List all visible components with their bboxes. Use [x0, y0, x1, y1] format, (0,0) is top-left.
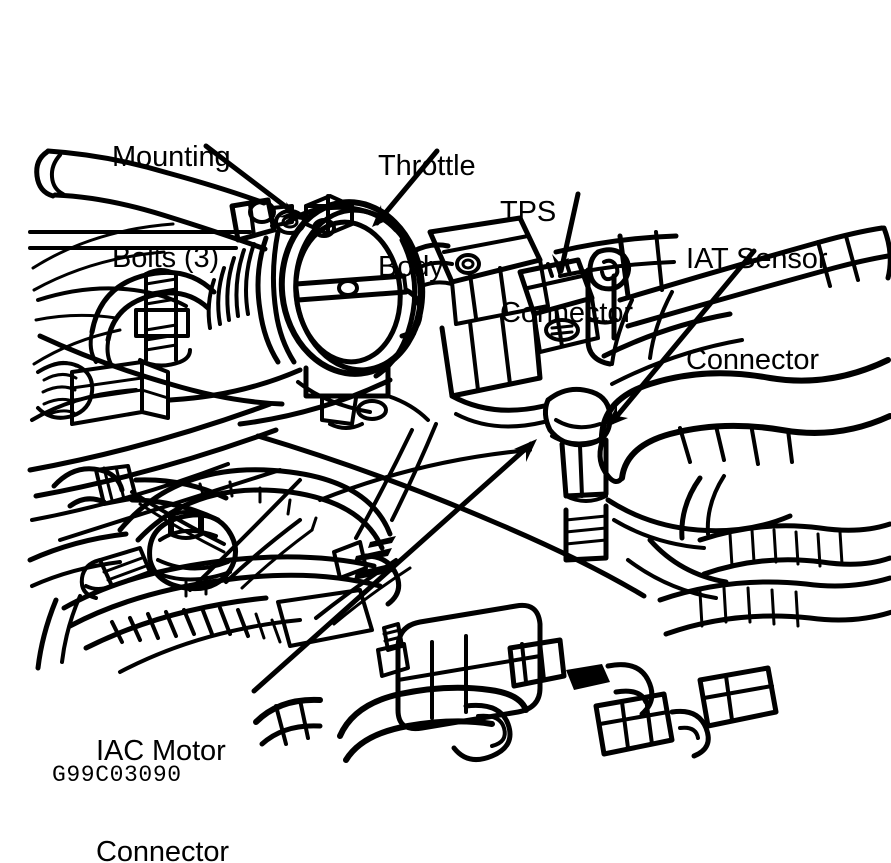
manifold-diagonal-edges	[188, 422, 647, 599]
iat-sensor-connector	[542, 386, 613, 563]
leader-iac-connector	[251, 441, 534, 694]
right-lower-corrugated-hose	[657, 521, 891, 637]
leader-mounting-bolts	[203, 143, 301, 219]
manifold-runners-right	[439, 309, 547, 429]
lower-left-rails	[27, 401, 282, 542]
leader-tps-connector	[558, 191, 581, 274]
lower-left-hose-clamp	[253, 696, 323, 747]
ignition-coil-block	[376, 602, 655, 732]
callout-iac-motor-connector-line2: Connector	[96, 836, 229, 863]
callout-iat-sensor-connector-line2: Connector	[686, 344, 819, 377]
callout-tps-connector: TPS Connector	[500, 129, 633, 398]
callout-iat-sensor-connector-line1: IAT Sensor	[686, 243, 828, 276]
plenum-ribbing	[61, 554, 383, 674]
callout-throttle-body-line1: Throttle	[378, 150, 476, 183]
callout-mounting-bolts-line2: Bolts (3)	[112, 242, 220, 275]
iac-connector-block	[79, 546, 152, 600]
lower-right-connectors	[593, 665, 779, 759]
right-upper-hose	[617, 225, 891, 329]
right-curved-hose	[597, 357, 891, 484]
throttle-inlet-bellows	[206, 229, 297, 365]
throttle-body-lower-foot	[303, 363, 430, 430]
lower-center-hose	[337, 684, 529, 763]
callout-throttle-body: Throttle Body	[378, 83, 476, 352]
callout-iac-motor-connector: IAC Motor Connector	[96, 668, 229, 863]
figure-code: G99C03090	[52, 762, 182, 788]
upper-right-manifold	[553, 230, 744, 386]
leader-lines	[203, 143, 757, 694]
callout-iat-sensor-connector: IAT Sensor Connector	[686, 176, 827, 445]
callout-mounting-bolts-line1: Mounting	[112, 141, 231, 174]
callout-tps-connector-line1: TPS	[500, 196, 557, 229]
callout-iac-motor-connector-line1: IAC Motor	[96, 735, 226, 768]
throttle-body-bore	[278, 199, 426, 379]
manifold-upper-silhouette	[37, 333, 393, 427]
callout-throttle-body-line2: Body	[378, 251, 444, 284]
callout-tps-connector-line2: Connector	[500, 297, 633, 330]
left-connector-block	[70, 360, 170, 426]
right-wiring-harness	[605, 474, 793, 600]
lower-left-shroud	[27, 531, 129, 671]
leader-throttle-body	[374, 148, 440, 226]
surface-hatch-marks	[130, 490, 412, 626]
callout-mounting-bolts: Mounting Bolts (3)	[112, 74, 231, 343]
leader-iat-connector	[609, 248, 757, 425]
